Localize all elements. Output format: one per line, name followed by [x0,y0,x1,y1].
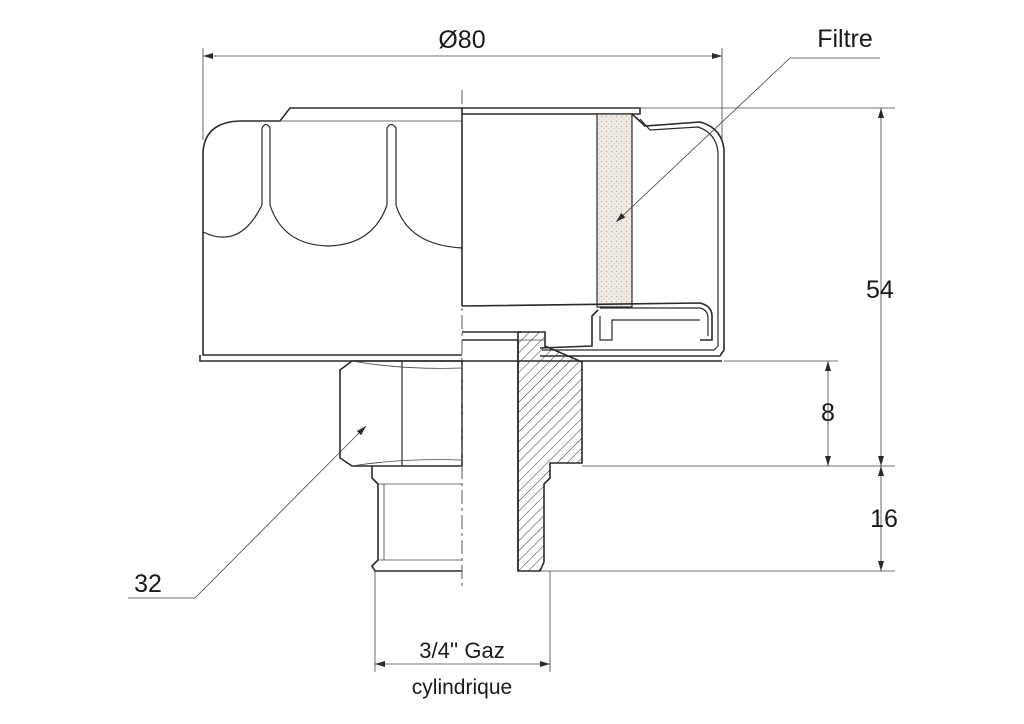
height-mid-label: 8 [821,399,835,427]
height-total-label: 54 [866,276,894,304]
threaded-spigot [370,466,462,572]
thread-type-label: cylindrique [412,676,512,699]
outer-shell [540,113,725,357]
dimensions: Ø80 Filtre 54 8 16 32 3/4'' Gaz cylindri… [128,25,898,699]
cap-outline [202,107,462,356]
diameter-label: Ø80 [438,26,485,54]
height-thread-label: 16 [870,505,898,533]
section-view [461,107,725,572]
section-body [517,331,583,572]
filter-label: Filtre [817,25,873,53]
thread-size-label: 3/4'' Gaz [419,638,504,663]
filter-element [596,113,633,308]
hex-size-label: 32 [134,570,162,598]
cap-flange [199,355,462,362]
hex-nut [339,360,463,467]
exterior-view [199,107,463,572]
cap-scallops [202,123,463,249]
